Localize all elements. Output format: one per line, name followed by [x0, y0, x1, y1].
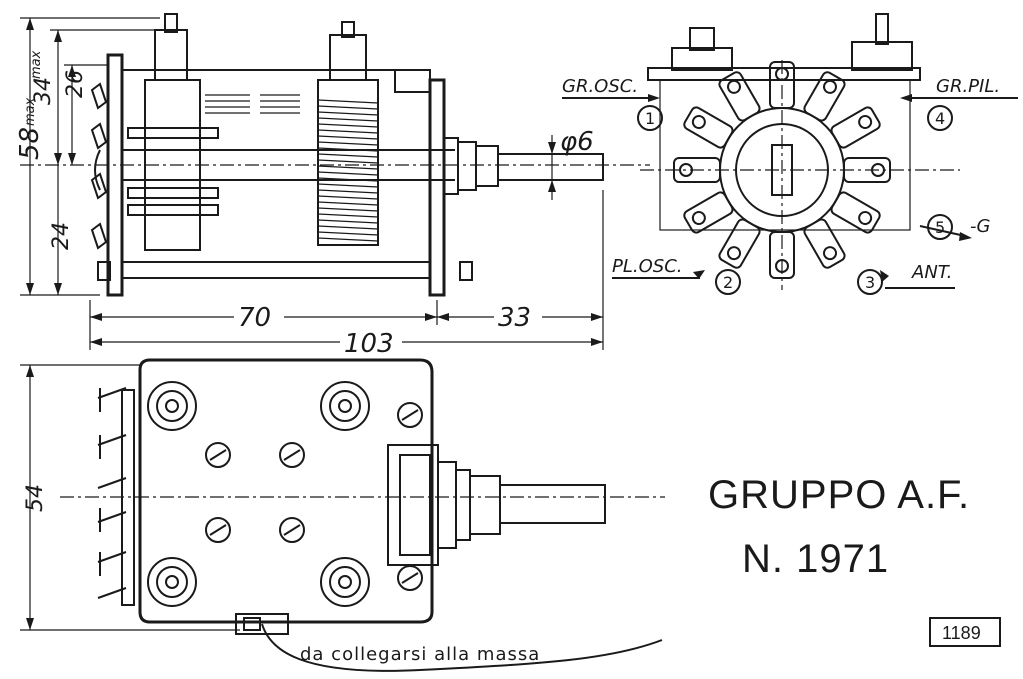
- ground-note: da collegarsi alla massa: [300, 644, 540, 665]
- label-pl-osc: PL.OSC.: [612, 256, 683, 277]
- small-screw: [279, 517, 305, 543]
- switch-front-view: [640, 13, 960, 290]
- figure-code: 1189: [942, 623, 981, 643]
- dim-58: 58: [15, 127, 45, 160]
- dim-58-suffix: max: [23, 97, 38, 126]
- small-screw: [279, 442, 305, 468]
- dim-33: 33: [498, 303, 531, 333]
- terminal-2: 2: [723, 273, 733, 292]
- horizontal-dimensions: 70 33 103 φ6: [89, 127, 604, 359]
- dim-54: 54: [23, 484, 48, 512]
- dim-70: 70: [238, 303, 271, 333]
- top-view: 54 da collegarsi alla massa: [20, 358, 665, 672]
- label-g: -G: [970, 216, 990, 237]
- terminal-5: 5: [935, 218, 945, 237]
- terminal-1: 1: [645, 109, 655, 128]
- dim-34-suffix: max: [29, 50, 44, 79]
- title-block: GRUPPO A.F. N. 1971 1189: [708, 473, 1001, 647]
- title-line-2: N. 1971: [742, 537, 889, 581]
- small-screw: [205, 442, 231, 468]
- vertical-dimensions: 58 max 34 max 26 24: [15, 17, 160, 296]
- dim-shaft-diameter: φ6: [560, 127, 594, 157]
- corner-screw: [147, 557, 197, 607]
- terminal-3: 3: [865, 273, 875, 292]
- dim-34: 34: [31, 77, 56, 105]
- small-screw: [397, 565, 423, 591]
- small-screw: [397, 402, 423, 428]
- corner-screw: [320, 381, 370, 431]
- switch-labels: GR.OSC. GR.PIL. PL.OSC. ANT. -G 1 2 3 4 …: [562, 76, 1018, 295]
- corner-screw: [320, 557, 370, 607]
- title-line-1: GRUPPO A.F.: [708, 473, 970, 517]
- small-screw: [205, 517, 231, 543]
- label-ant: ANT.: [911, 262, 952, 283]
- corner-screw: [147, 381, 197, 431]
- dim-103: 103: [344, 329, 394, 359]
- terminal-4: 4: [935, 109, 945, 128]
- dim-24: 24: [49, 222, 74, 250]
- side-view: [20, 13, 650, 297]
- label-gr-osc: GR.OSC.: [562, 76, 638, 97]
- label-gr-pil: GR.PIL.: [936, 76, 1000, 97]
- dim-26: 26: [63, 70, 88, 98]
